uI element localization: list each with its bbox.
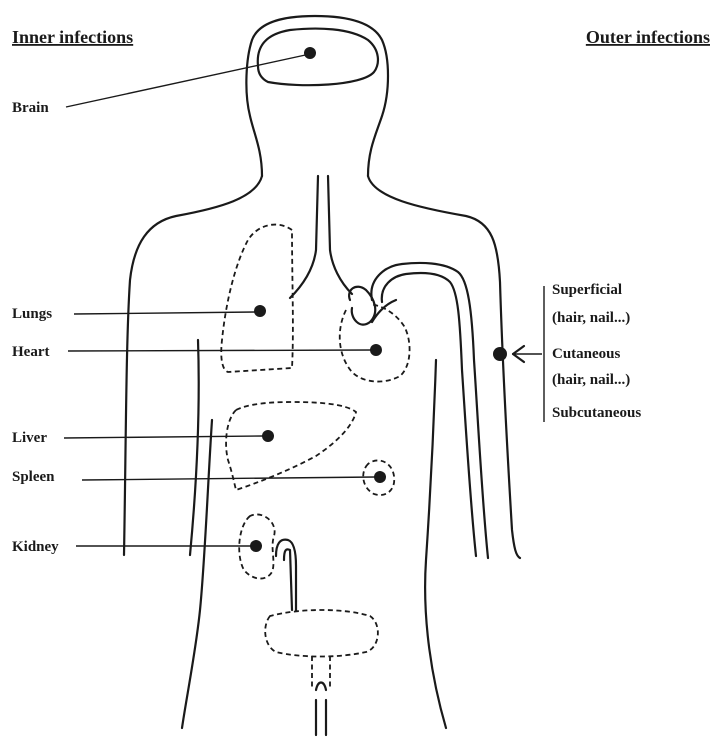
ureter-left [274, 538, 298, 612]
left-shoulder-arm [122, 174, 264, 557]
heart-label: Heart [12, 344, 49, 360]
lungs-dot [254, 305, 266, 317]
inner-infections-heading: Inner infections [12, 27, 133, 47]
liver-label: Liver [12, 430, 47, 446]
head-outline [245, 14, 390, 178]
right-shoulder-arm [366, 174, 522, 560]
bladder-outline [264, 609, 379, 658]
trachea-right [326, 174, 354, 296]
urethra-outline [311, 656, 331, 690]
cutaneous-detail: (hair, nail...) [552, 372, 630, 388]
liver-outline [225, 401, 357, 491]
skin-dot [493, 347, 507, 361]
kidney-label: Kidney [12, 539, 59, 555]
brain-leader-line [65, 53, 311, 108]
heart-dot [370, 344, 382, 356]
skin-arrow-head [511, 344, 526, 364]
cutaneous-label: Cutaneous [552, 346, 621, 362]
lung-outline [220, 223, 294, 373]
lungs-leader-line [73, 311, 257, 315]
spleen-outline [362, 459, 396, 496]
urethra [314, 681, 328, 737]
liver-dot [262, 430, 274, 442]
heart-outline [338, 303, 411, 383]
aorta-arch [370, 261, 490, 560]
organ-outlines [220, 223, 411, 690]
ureter-right [282, 548, 294, 612]
kidney-dot [250, 540, 262, 552]
liver-leader-line [63, 435, 265, 439]
heart-leader-line [67, 349, 373, 352]
right-torso-line [424, 358, 448, 730]
subcutaneous-label: Subcutaneous [552, 405, 641, 421]
brain-inner-outline [256, 27, 380, 87]
trachea-left [288, 174, 320, 300]
brain-label: Brain [12, 100, 49, 116]
superficial-detail: (hair, nail...) [552, 310, 630, 326]
aorta-inner [380, 271, 478, 558]
superficial-label: Superficial [552, 282, 622, 298]
lungs-label: Lungs [12, 306, 52, 322]
left-torso-line [188, 338, 200, 557]
spleen-leader-line [81, 476, 377, 481]
inner-sites: Brain Lungs Heart Liver Spleen Kidney [12, 47, 386, 555]
kidney-outline [238, 513, 276, 580]
left-hip-line [180, 418, 214, 730]
brain-dot [304, 47, 316, 59]
outer-infections-heading: Outer infections [586, 27, 710, 47]
heart-vessel-stem [370, 298, 398, 324]
outer-sites: Superficial (hair, nail...) Cutaneous (h… [493, 282, 641, 422]
body-outline [122, 14, 522, 737]
spleen-dot [374, 471, 386, 483]
spleen-label: Spleen [12, 469, 55, 485]
